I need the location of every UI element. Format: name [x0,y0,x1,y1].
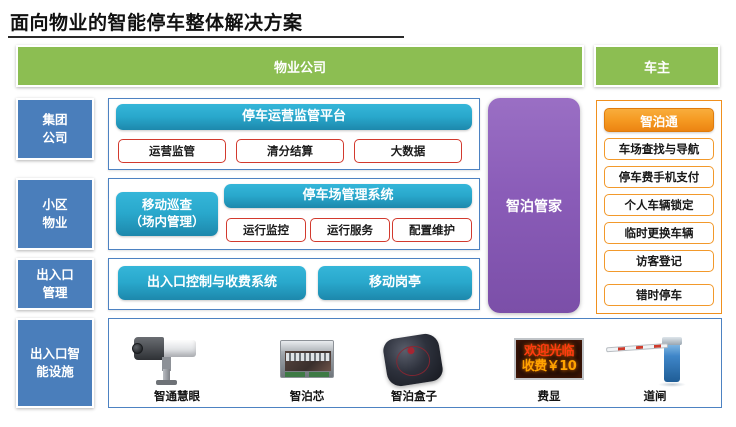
sidebar-item-gate-smart-facilities[interactable]: 出入口智 能设施 [16,318,94,408]
sub-button-big-data-label: 大数据 [390,144,426,158]
button-mobile-booth[interactable]: 移动岗亭 [318,266,472,300]
sub-button-big-data[interactable]: 大数据 [354,139,462,163]
orange-item-staggered-parking-label: 错时停车 [636,288,682,302]
button-gate-control-and-charging-system-label: 出入口控制与收费系统 [146,275,277,291]
orange-item-parking-search-navigation[interactable]: 车场查找与导航 [604,138,714,160]
orange-item-parking-search-navigation-label: 车场查找与导航 [618,142,700,156]
circuit-board-icon [252,332,362,386]
button-parking-lot-management-system-label: 停车场管理系统 [302,188,394,204]
device-camera-label: 智通慧眼 [154,389,200,403]
sidebar-item-gate-smart-facilities-line2: 能设施 [36,364,74,379]
sidebar-item-group-company-line2: 公司 [42,130,68,145]
orange-item-temporary-vehicle-change[interactable]: 临时更换车辆 [604,222,714,244]
banner-property-company-label: 物业公司 [273,60,326,76]
button-gate-control-and-charging-system[interactable]: 出入口控制与收费系统 [118,266,306,300]
page-title: 面向物业的智能停车整体解决方案 [10,12,303,34]
orange-item-temporary-vehicle-change-label: 临时更换车辆 [624,226,694,240]
sub-button-operation-service-label: 运行服务 [327,223,373,237]
column-smart-parking-butler-label: 智泊管家 [506,198,562,215]
title-divider [8,36,404,38]
sidebar-item-community-property-line1: 小区 [42,196,68,212]
button-parking-lot-management-system[interactable]: 停车场管理系统 [224,184,472,208]
orange-item-visitor-registration[interactable]: 访客登记 [604,250,714,272]
device-led-display[interactable]: 欢迎光临 收费￥10 费显 [490,322,608,404]
led-line-1: 欢迎光临 [523,344,575,359]
device-camera[interactable]: 智通慧眼 [118,322,236,404]
device-black-box[interactable]: 智泊盒子 [355,322,473,404]
sidebar-item-community-property-line2: 物业 [42,215,68,230]
sub-button-config-maintenance[interactable]: 配置维护 [392,218,472,242]
sub-button-operation-monitoring[interactable]: 运行监控 [226,218,306,242]
banner-car-owner: 车主 [594,45,720,87]
device-barrier-gate[interactable]: 道闸 [596,322,714,404]
sub-button-operation-supervision-label: 运营监管 [149,144,195,158]
orange-item-mobile-payment[interactable]: 停车费手机支付 [604,166,714,188]
button-mobile-patrol-line1: 移动巡查 [141,197,192,213]
header-zhibotong-label: 智泊通 [640,113,678,129]
column-smart-parking-butler[interactable]: 智泊管家 [488,98,580,313]
header-zhibotong[interactable]: 智泊通 [604,108,714,132]
sidebar-item-community-property[interactable]: 小区 物业 [16,178,94,250]
banner-property-company: 物业公司 [16,45,584,87]
sidebar-item-group-company-line1: 集团 [42,111,68,127]
banner-car-owner-label: 车主 [643,60,670,76]
sidebar-item-gate-management-line2: 管理 [42,285,68,300]
button-mobile-booth-label: 移动岗亭 [368,275,421,291]
button-mobile-patrol-line2: （场内管理） [129,214,205,229]
sidebar-item-group-company[interactable]: 集团 公司 [16,98,94,160]
orange-item-staggered-parking[interactable]: 错时停车 [604,284,714,306]
sub-button-clearing-settlement-label: 清分结算 [267,144,313,158]
camera-icon [122,332,232,386]
device-circuit-board[interactable]: 智泊芯 [248,322,366,404]
sidebar-item-gate-management[interactable]: 出入口 管理 [16,258,94,310]
orange-item-visitor-registration-label: 访客登记 [636,254,682,268]
sub-button-operation-service[interactable]: 运行服务 [310,218,390,242]
sub-button-clearing-settlement[interactable]: 清分结算 [236,139,344,163]
orange-item-personal-vehicle-lock[interactable]: 个人车辆锁定 [604,194,714,216]
button-parking-operation-platform-label: 停车运营监管平台 [241,109,346,125]
orange-item-personal-vehicle-lock-label: 个人车辆锁定 [624,198,694,212]
black-box-icon [359,331,469,389]
sub-button-config-maintenance-label: 配置维护 [409,223,455,237]
led-line-2: 收费￥10 [521,359,577,374]
button-parking-operation-platform[interactable]: 停车运营监管平台 [116,104,472,130]
sidebar-item-gate-smart-facilities-line1: 出入口智 [29,345,80,361]
device-circuit-board-label: 智泊芯 [289,389,325,403]
sub-button-operation-supervision[interactable]: 运营监管 [118,139,226,163]
led-display-icon: 欢迎光临 收费￥10 [494,332,604,386]
orange-item-mobile-payment-label: 停车费手机支付 [618,170,700,184]
device-led-display-label: 费显 [537,389,561,403]
sidebar-item-gate-management-line1: 出入口 [36,266,74,282]
barrier-gate-icon [600,332,710,387]
sub-button-operation-monitoring-label: 运行监控 [243,223,289,237]
device-black-box-label: 智泊盒子 [391,389,437,403]
button-mobile-patrol[interactable]: 移动巡查 （场内管理） [116,192,218,236]
device-barrier-gate-label: 道闸 [643,389,667,403]
